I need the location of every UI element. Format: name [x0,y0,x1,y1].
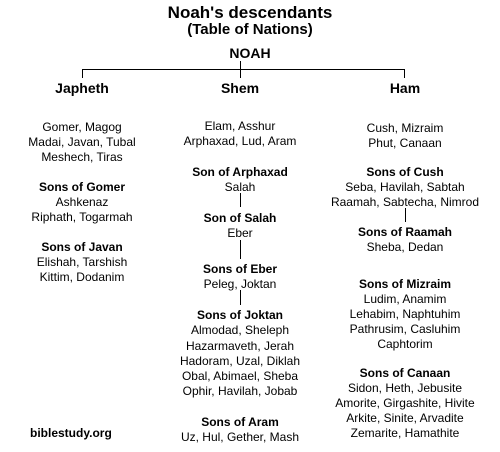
sons-of-mizraim-line-2: Lehabim, Naphtuhim [349,307,461,321]
sons-of-javan-heading: Sons of Javan [41,240,123,254]
son-of-arphaxad-heading: Son of Arphaxad [192,165,288,179]
shem-heading: Shem [220,80,260,96]
sons-of-joktan-line-5: Ophir, Havilah, Jobab [182,384,298,398]
sons-of-canaan-line-1: Sidon, Heth, Jebusite [347,381,463,395]
sons-of-cush-line-2: Raamah, Sabtecha, Nimrod [330,195,480,209]
ham-chain-line [405,208,406,222]
shem-column: Shem [155,80,325,96]
site-credit: biblestudy.org [30,426,112,440]
sons-of-canaan-heading: Sons of Canaan [359,366,451,380]
sons-of-gomer-line-2: Riphath, Togarmah [31,210,133,224]
shem-chain-line-2 [240,240,241,259]
branch-horizontal-line [82,69,405,70]
sons-of-eber-value: Peleg, Joktan [203,277,277,291]
sons-of-cush-heading: Sons of Cush [366,165,444,179]
shem-sons-line-2: Arphaxad, Lud, Aram [183,134,297,148]
sons-of-gomer-heading: Sons of Gomer [38,180,125,194]
japheth-sons-line-1: Gomer, Magog [42,120,122,134]
son-of-salah-value: Eber [227,226,253,240]
root-noah: NOAH [229,45,271,61]
shem-sons-line-1: Elam, Asshur [204,119,276,133]
sons-of-joktan-heading: Sons of Joktan [196,308,283,322]
sons-of-joktan-line-3: Hadoram, Uzal, Diklah [179,354,301,368]
sons-of-canaan-line-4: Zemarite, Hamathite [350,426,460,440]
sons-of-joktan-line-4: Obal, Abimael, Sheba [181,369,299,383]
root-stem-line [240,61,241,69]
sons-of-cush-line-1: Seba, Havilah, Sabtah [345,180,465,194]
sons-of-raamah-value: Sheba, Dedan [366,240,444,254]
sons-of-joktan-line-1: Almodad, Sheleph [190,323,290,337]
sons-of-javan-line-1: Elishah, Tarshish [36,255,128,269]
chart-title: Noah's descendants [167,3,333,22]
shem-chain-line-1 [240,193,241,207]
sons-of-joktan-line-2: Hazarmaveth, Jerah [185,339,295,353]
japheth-sons-line-2: Madai, Javan, Tubal [28,135,136,149]
japheth-drop-line [82,69,83,78]
japheth-column: Japheth Gomer, Magog Madai, Javan, Tubal… [0,80,167,285]
son-of-arphaxad-value: Salah [224,180,256,194]
ham-heading: Ham [389,80,421,96]
son-of-salah-heading: Son of Salah [203,211,277,225]
sons-of-mizraim-line-3: Pathrusim, Casluhim [349,322,461,336]
sons-of-eber-heading: Sons of Eber [202,262,277,276]
sons-of-raamah-heading: Sons of Raamah [357,225,453,239]
sons-of-mizraim-heading: Sons of Mizraim [358,277,451,291]
japheth-heading: Japheth [55,80,109,96]
ham-sons-line-2: Phut, Canaan [368,136,442,150]
chart-subtitle: (Table of Nations) [187,21,313,38]
japheth-sons-line-3: Meshech, Tiras [41,150,123,164]
sons-of-aram-heading: Sons of Aram [201,415,279,429]
sons-of-aram-value: Uz, Hul, Gether, Mash [180,430,300,444]
sons-of-javan-line-2: Kittim, Dodanim [39,270,125,284]
shem-drop-line [240,69,241,78]
sons-of-mizraim-line-4: Caphtorim [377,337,433,351]
sons-of-canaan-line-2: Amorite, Girgashite, Hivite [335,396,475,410]
sons-of-gomer-line-1: Ashkenaz [55,195,109,209]
sons-of-mizraim-line-1: Ludim, Anamim [363,292,447,306]
ham-sons-line-1: Cush, Mizraim [366,121,444,135]
shem-chain-line-3 [240,290,241,305]
ham-drop-line [404,69,405,78]
sons-of-canaan-line-3: Arkite, Sinite, Arvadite [346,411,464,425]
